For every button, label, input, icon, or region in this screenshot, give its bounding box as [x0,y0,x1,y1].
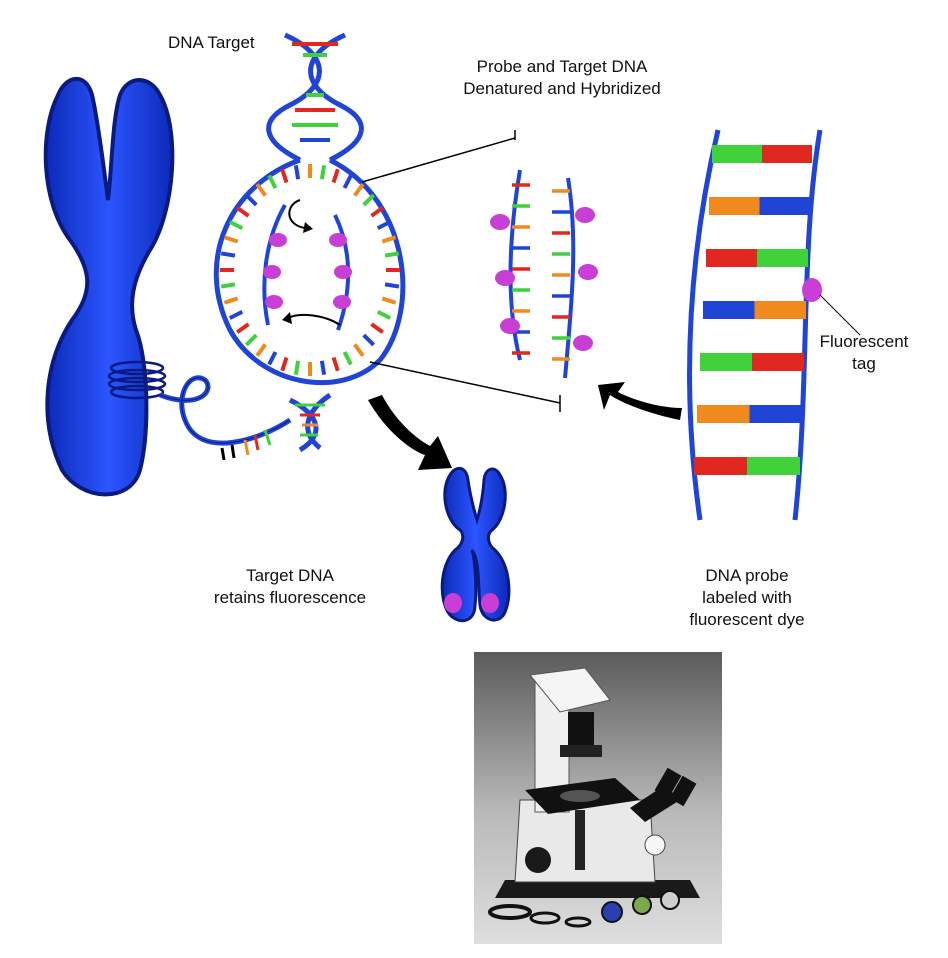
ladder-base [706,249,757,267]
label-target-retains-line2: retains fluorescence [214,588,366,607]
base-tick [353,183,365,197]
label-fluorescent-tag-line1: Fluorescent [820,332,909,351]
label-dna-target: DNA Target [168,33,255,52]
base-tick [381,296,397,305]
ladder-base [694,457,747,475]
base-tick [362,193,376,207]
large-chromosome-icon [43,76,292,497]
ladder-base [703,301,755,319]
base-tick [319,164,327,180]
arrow-to-small-chromosome [368,395,452,470]
base-tick [223,235,239,244]
base-tick [267,174,278,189]
base-tick [255,183,267,197]
label-probe-labeled-line2: labeled with [702,588,792,607]
base-tick [342,351,353,366]
base-tick [331,168,340,184]
label-probe-labeled-line3: fluorescent dye [689,610,804,629]
base-tick [293,164,301,180]
base-tick [370,206,384,218]
ladder-base [757,249,808,267]
ladder-base [762,145,812,163]
ladder-base [697,405,750,423]
label-probe-target-line2: Denatured and Hybridized [463,79,661,98]
ladder-base [749,405,802,423]
arrow-to-hybrid [598,382,682,420]
label-probe-labeled-line1: DNA probe [705,566,788,585]
hybridized-strands [490,169,598,379]
base-tick [384,282,400,289]
base-tick [376,220,392,231]
base-tick [244,333,258,347]
base-tick [223,296,239,305]
base-tick [236,322,250,334]
base-tick [244,193,258,207]
base-tick [280,356,289,372]
ladder-base [709,197,760,215]
ladder-base [747,457,800,475]
base-tick [381,235,397,244]
base-tick [236,206,250,218]
base-tick [228,309,244,320]
inverted-microscope-icon [474,652,722,944]
ladder-base [700,353,752,371]
label-probe-target-line1: Probe and Target DNA [477,57,648,76]
ladder-base [712,145,762,163]
ladder-base [759,197,810,215]
base-tick [220,282,236,289]
base-tick [228,220,244,231]
ladder-base [754,301,806,319]
base-tick [342,174,353,189]
base-tick [362,333,376,347]
label-fluorescent-tag-line2: tag [852,354,876,373]
base-tick [353,343,365,357]
base-tick [376,309,392,320]
small-chromosome-icon [440,466,511,623]
dna-probe-ladder [687,129,861,521]
base-tick [331,356,340,372]
base-tick [280,168,289,184]
zoom-lines [361,130,561,412]
base-tick [255,343,267,357]
label-target-retains-line1: Target DNA [246,566,335,585]
dna-target-helix [213,32,406,461]
base-tick [319,360,327,376]
base-tick [220,251,236,258]
base-tick [370,322,384,334]
ladder-base [752,353,804,371]
base-tick [267,351,278,366]
base-tick [384,251,400,258]
base-tick [293,360,301,376]
